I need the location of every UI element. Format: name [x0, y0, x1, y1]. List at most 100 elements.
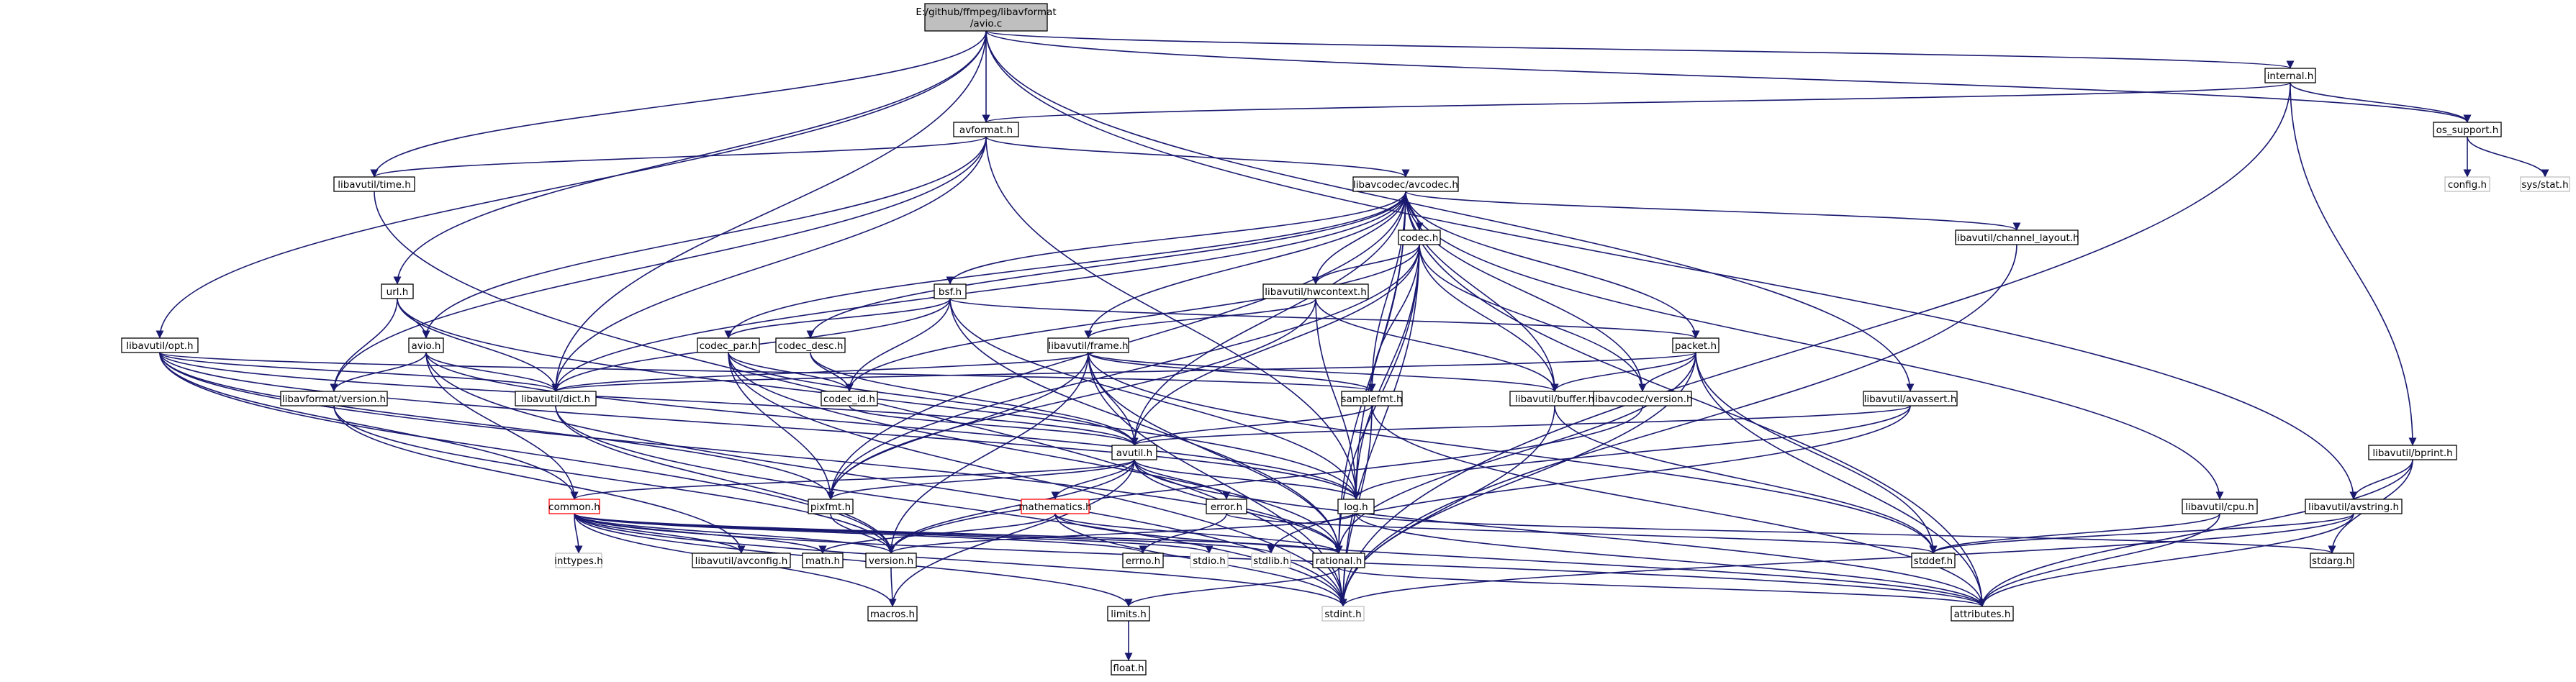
- node-label: avio.h: [412, 340, 441, 352]
- node-libavutil-cpu-h[interactable]: libavutil/cpu.h: [2182, 499, 2258, 514]
- node-libavutil-opt-h[interactable]: libavutil/opt.h: [121, 337, 199, 353]
- node-stdio-h[interactable]: stdio.h: [1190, 553, 1229, 568]
- node-inttypes-h[interactable]: inttypes.h: [554, 553, 603, 568]
- node-label: libavutil/bprint.h: [2372, 447, 2452, 459]
- node-box: [1111, 445, 1157, 460]
- node-box: [515, 391, 597, 406]
- node-common-h[interactable]: common.h: [548, 499, 600, 514]
- edge-rational-h-to-stdint-h: [1338, 567, 1347, 607]
- node-float-h[interactable]: float.h: [1111, 660, 1147, 676]
- node-box: [548, 499, 600, 514]
- node-libavutil-bprint-h[interactable]: libavutil/bprint.h: [2368, 445, 2457, 460]
- node-attributes-h[interactable]: attributes.h: [1951, 606, 2014, 622]
- edge-libavutil-opt-h-to-samplefmt-h: [159, 352, 1375, 392]
- node-box: [2433, 122, 2502, 137]
- edge-common-h-to-stdlib-h: [574, 513, 1275, 554]
- edge-codec-h-to-libavcodec-version-h: [1419, 244, 1647, 392]
- node-sys-stat-h[interactable]: sys/stat.h: [2520, 176, 2570, 192]
- node-macros-h[interactable]: macros.h: [867, 606, 918, 622]
- node-samplefmt-h[interactable]: samplefmt.h: [1341, 391, 1403, 406]
- node-error-h[interactable]: error.h: [1206, 499, 1247, 514]
- node-libavutil-hwcontext-h[interactable]: libavutil/hwcontext.h: [1262, 283, 1369, 299]
- node-errno-h[interactable]: errno.h: [1122, 553, 1164, 568]
- node-label: math.h: [805, 555, 840, 567]
- node-rational-h[interactable]: rational.h: [1312, 553, 1365, 568]
- edge-avutil-h-to-macros-h: [888, 459, 1135, 607]
- edge-os-support-h-to-sys-stat-h: [2467, 136, 2549, 178]
- edge-codec-h-to-codec-id-h: [845, 244, 1420, 392]
- node-os-support-h[interactable]: os_support.h: [2433, 122, 2502, 137]
- edge-avformat-h-to-log-h: [985, 136, 1360, 500]
- node-stdarg-h[interactable]: stdarg.h: [2310, 553, 2354, 568]
- node-libavformat-version-h[interactable]: libavformat/version.h: [280, 391, 388, 406]
- node-codec-id-h[interactable]: codec_id.h: [821, 391, 878, 406]
- node-stddef-h[interactable]: stddef.h: [1911, 553, 1956, 568]
- node-libavutil-avstring-h[interactable]: libavutil/avstring.h: [2305, 499, 2403, 514]
- node-limits-h[interactable]: limits.h: [1107, 606, 1150, 622]
- node-libavutil-avconfig-h[interactable]: libavutil/avconfig.h: [692, 553, 791, 568]
- node-avformat-h[interactable]: avformat.h: [953, 122, 1019, 137]
- node-label: internal.h: [2267, 71, 2314, 82]
- node-avio-h[interactable]: avio.h: [408, 337, 444, 353]
- edge-libavutil-cpu-h-to-attributes-h: [1978, 513, 2220, 607]
- node-box: [1955, 229, 2079, 245]
- edge-libavcodec-avcodec-h-to-libavutil-channel-layout-h: [1405, 191, 2021, 231]
- node-libavutil-avassert-h[interactable]: libavutil/avassert.h: [1863, 391, 1958, 406]
- node-libavutil-channel-layout-h[interactable]: libavutil/channel_layout.h: [1954, 229, 2079, 245]
- edge-codec-par-h-to-rational-h: [728, 352, 1343, 554]
- edge-libavcodec-avcodec-h-to-packet-h: [1405, 191, 1700, 339]
- node-libavutil-time-h[interactable]: libavutil/time.h: [333, 176, 415, 192]
- node-math-h[interactable]: math.h: [802, 553, 844, 568]
- node-codec-desc-h[interactable]: codec_desc.h: [775, 337, 846, 353]
- edge-libavutil-frame-h-to-libavutil-buffer-h: [1088, 352, 1559, 392]
- node-stdint-h[interactable]: stdint.h: [1321, 606, 1365, 622]
- edge-common-h-to-stdint-h: [574, 513, 1347, 607]
- node-libavutil-dict-h[interactable]: libavutil/dict.h: [515, 391, 597, 406]
- node-libavcodec-version-h[interactable]: libavcodec/version.h: [1592, 391, 1693, 406]
- node-label: avutil.h: [1116, 447, 1152, 459]
- graph-nodes: E:/github/ffmpeg/libavformat/avio.c avfor…: [121, 3, 2570, 676]
- edge-error-h-to-errno-h: [1139, 513, 1227, 554]
- edge-libavutil-avstring-h-to-stddef-h: [1929, 513, 2354, 554]
- node-mathematics-h[interactable]: mathematics.h: [1018, 499, 1092, 514]
- node-version-h[interactable]: version.h: [865, 553, 917, 568]
- node-label: config.h: [2448, 179, 2487, 191]
- edge-libavutil-avassert-h-to-avutil-h: [1130, 405, 1911, 446]
- edge-codec-h-to-stdint-h: [1339, 244, 1420, 607]
- edge-libavcodec-avcodec-h-to-libavutil-buffer-h: [1405, 191, 1559, 392]
- node-box: [381, 283, 414, 299]
- edge-error-h-to-stddef-h: [1226, 513, 1938, 554]
- edge-libavcodec-avcodec-h-to-avutil-h: [1130, 191, 1406, 446]
- node-internal-h[interactable]: internal.h: [2264, 68, 2316, 83]
- node-libavutil-buffer-h[interactable]: libavutil/buffer.h: [1509, 391, 1600, 406]
- node-bsf-h[interactable]: bsf.h: [934, 283, 967, 299]
- edge-libavutil-hwcontext-h-to-libavutil-frame-h: [1084, 298, 1316, 339]
- node-box: [802, 553, 844, 568]
- node-label: avformat.h: [959, 124, 1013, 136]
- node-url-h[interactable]: url.h: [381, 283, 414, 299]
- node-box: [408, 337, 444, 353]
- node-libavutil-frame-h[interactable]: libavutil/frame.h: [1047, 337, 1129, 353]
- node-label: limits.h: [1111, 609, 1147, 620]
- edge-libavutil-avstring-h-to-attributes-h: [1978, 513, 2354, 607]
- node-packet-h[interactable]: packet.h: [1672, 337, 1719, 353]
- edge-libavutil-dict-h-to-version-h: [555, 405, 895, 554]
- node-label: float.h: [1113, 663, 1144, 674]
- node-config-h[interactable]: config.h: [2444, 176, 2490, 192]
- node-box: [1122, 553, 1164, 568]
- node-libavcodec-avcodec-h[interactable]: libavcodec/avcodec.h: [1352, 176, 1459, 192]
- node-e-github-ffmpeg-libavformat-avio-c[interactable]: E:/github/ffmpeg/libavformat/avio.c: [916, 3, 1057, 32]
- node-codec-h[interactable]: codec.h: [1398, 229, 1441, 245]
- node-avutil-h[interactable]: avutil.h: [1111, 445, 1157, 460]
- node-label: libavutil/channel_layout.h: [1954, 232, 2079, 244]
- edge-e-github-ffmpeg-libavformat-avio-c-to-internal-h: [985, 30, 2294, 69]
- edge-common-h-to-inttypes-h: [574, 513, 583, 554]
- node-pixfmt-h[interactable]: pixfmt.h: [808, 499, 854, 514]
- node-stdlib-h[interactable]: stdlib.h: [1251, 553, 1291, 568]
- node-label: libavutil/hwcontext.h: [1265, 286, 1367, 298]
- node-log-h[interactable]: log.h: [1337, 499, 1375, 514]
- edge-codec-par-h-to-codec-id-h: [728, 352, 854, 392]
- node-codec-par-h[interactable]: codec_par.h: [697, 337, 760, 353]
- edge-libavcodec-avcodec-h-to-codec-desc-h: [806, 191, 1406, 339]
